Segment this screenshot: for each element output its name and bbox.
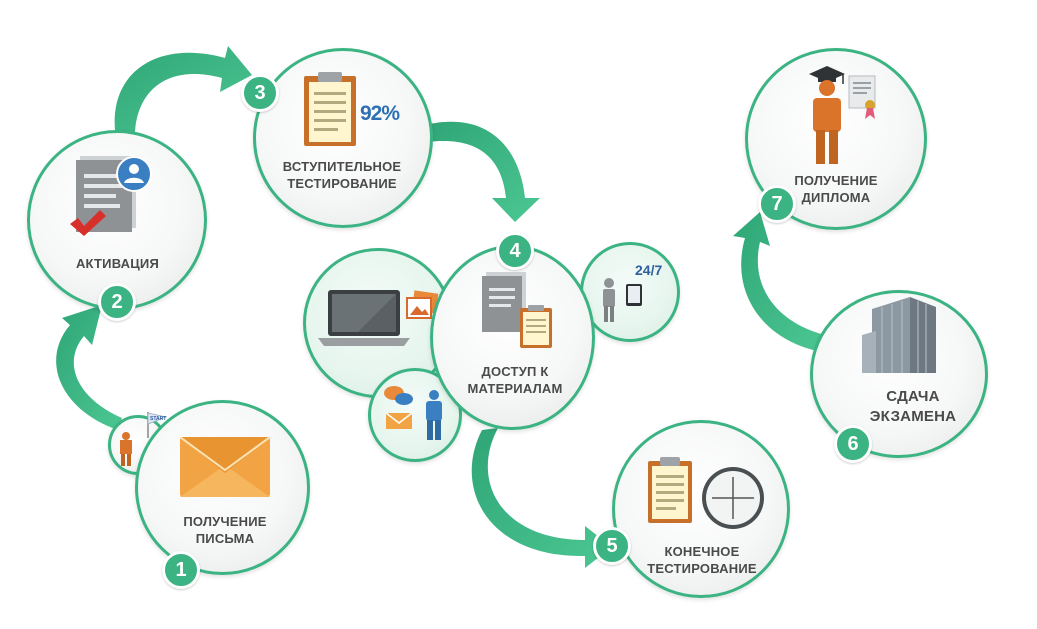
score-text: 92%	[360, 102, 400, 125]
availability-text: 24/7	[635, 262, 663, 278]
arrow-6-to-7	[733, 212, 825, 352]
document-clipboard-icon	[482, 272, 552, 348]
person-icon	[426, 390, 442, 440]
step-7-label: ПОЛУЧЕНИЕ ДИПЛОМА	[794, 173, 878, 205]
step-5-badge: 5	[593, 527, 631, 565]
chat-icon	[384, 386, 413, 429]
step-1-badge: 1	[162, 551, 200, 589]
tablet-icon	[603, 278, 642, 322]
start-flag-text: START	[150, 416, 166, 422]
step-4-label: ДОСТУП К МАТЕРИАЛАМ	[467, 364, 563, 396]
laptop-icon	[318, 290, 410, 346]
step-4-badge: 4	[496, 232, 534, 270]
document-user-icon	[70, 156, 152, 236]
arrow-3-to-4	[425, 121, 540, 222]
step-7-badge: 7	[758, 185, 796, 223]
arrow-4-to-5	[471, 428, 612, 568]
step-2-badge: 2	[98, 283, 136, 321]
step-3-badge: 3	[241, 74, 279, 112]
step-3-label: ВСТУПИТЕЛЬНОЕ ТЕСТИРОВАНИЕ	[282, 159, 402, 191]
arrow-2-to-3	[114, 46, 252, 132]
diploma-icon	[848, 75, 876, 119]
step-6-badge: 6	[834, 425, 872, 463]
start-flag-icon: START	[120, 412, 168, 466]
step-2-label: АКТИВАЦИЯ	[75, 256, 160, 271]
building-icon	[862, 297, 936, 373]
envelope-icon	[180, 437, 270, 497]
arrow-1-to-2	[56, 305, 122, 430]
clock-icon	[702, 467, 764, 529]
step-1-label: ПОЛУЧЕНИЕ ПИСЬМА	[183, 514, 267, 546]
step-5-label: КОНЕЧНОЕ ТЕСТИРОВАНИЕ	[647, 544, 757, 576]
clipboard-icon	[304, 72, 356, 146]
clipboard-icon	[648, 457, 692, 523]
step-6-label: СДАЧА ЭКЗАМЕНА	[869, 388, 957, 425]
pictures-icon	[406, 290, 439, 319]
graduate-icon	[809, 66, 845, 164]
